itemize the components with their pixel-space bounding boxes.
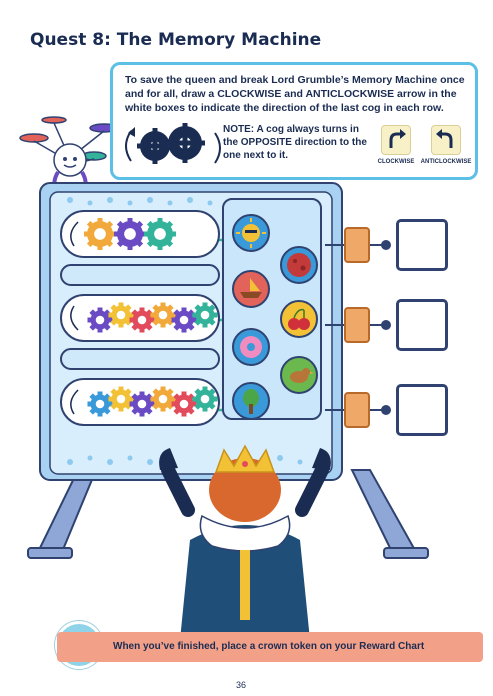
- note-text: NOTE: A cog always turns in the OPPOSITE…: [223, 124, 367, 161]
- cog-row-2: [60, 294, 220, 342]
- page-title: Quest 8: The Memory Machine: [30, 30, 322, 50]
- anticlockwise-label: ANTICLOCKWISE: [420, 159, 472, 165]
- cog: [84, 218, 116, 250]
- moon-picture: [280, 246, 318, 284]
- bird-picture: [280, 356, 318, 394]
- clockwise-arrow-icon: [389, 129, 406, 148]
- spacer-tube: [60, 264, 220, 286]
- clockwise-indicator-icon: [70, 389, 79, 415]
- clockwise-indicator-icon: [70, 221, 79, 247]
- boat-picture: [232, 270, 270, 308]
- anticlockwise-example-box: [431, 125, 461, 155]
- footer-banner: When you’ve finished, place a crown toke…: [57, 632, 483, 662]
- cog: [129, 307, 155, 333]
- cog-row-1: [60, 210, 220, 258]
- output-tab-1: [344, 227, 370, 263]
- cog: [87, 391, 113, 417]
- cog: [108, 386, 134, 412]
- clockwise-label: CLOCKWISE: [377, 159, 415, 165]
- cog: [171, 307, 197, 333]
- anticlockwise-indicator-icon: [70, 305, 79, 331]
- cog: [114, 218, 146, 250]
- output-tab-2: [344, 307, 370, 343]
- instructions-text: To save the queen and break Lord Grumble…: [125, 74, 465, 114]
- tree-picture: [232, 382, 270, 420]
- cog: [192, 302, 218, 328]
- cherries-picture: [280, 300, 318, 338]
- cog: [150, 302, 176, 328]
- output-tab-3: [344, 392, 370, 428]
- answer-box-2[interactable]: [396, 299, 448, 351]
- cog-rows-panel: [60, 210, 225, 440]
- cog: [144, 218, 176, 250]
- cog: [150, 386, 176, 412]
- footer-text: When you’ve finished, place a crown toke…: [113, 641, 425, 652]
- answer-box-3[interactable]: [396, 384, 448, 436]
- cog: [87, 307, 113, 333]
- king-illustration: [159, 444, 331, 640]
- donut-picture: [232, 328, 270, 366]
- instructions-box: To save the queen and break Lord Grumble…: [110, 62, 478, 180]
- anticlockwise-arrow-icon: [436, 129, 453, 148]
- page-number: 36: [236, 680, 247, 690]
- cog: [171, 391, 197, 417]
- cog: [108, 302, 134, 328]
- cog: [192, 386, 218, 412]
- cog-row-3: [60, 378, 220, 426]
- spacer-tube: [60, 348, 220, 370]
- cog: [129, 391, 155, 417]
- sun-picture: [232, 214, 270, 252]
- demo-cogs-illustration: [125, 123, 221, 164]
- picture-panel: [222, 198, 322, 420]
- clockwise-example-box: [381, 125, 411, 155]
- answer-box-1[interactable]: [396, 219, 448, 271]
